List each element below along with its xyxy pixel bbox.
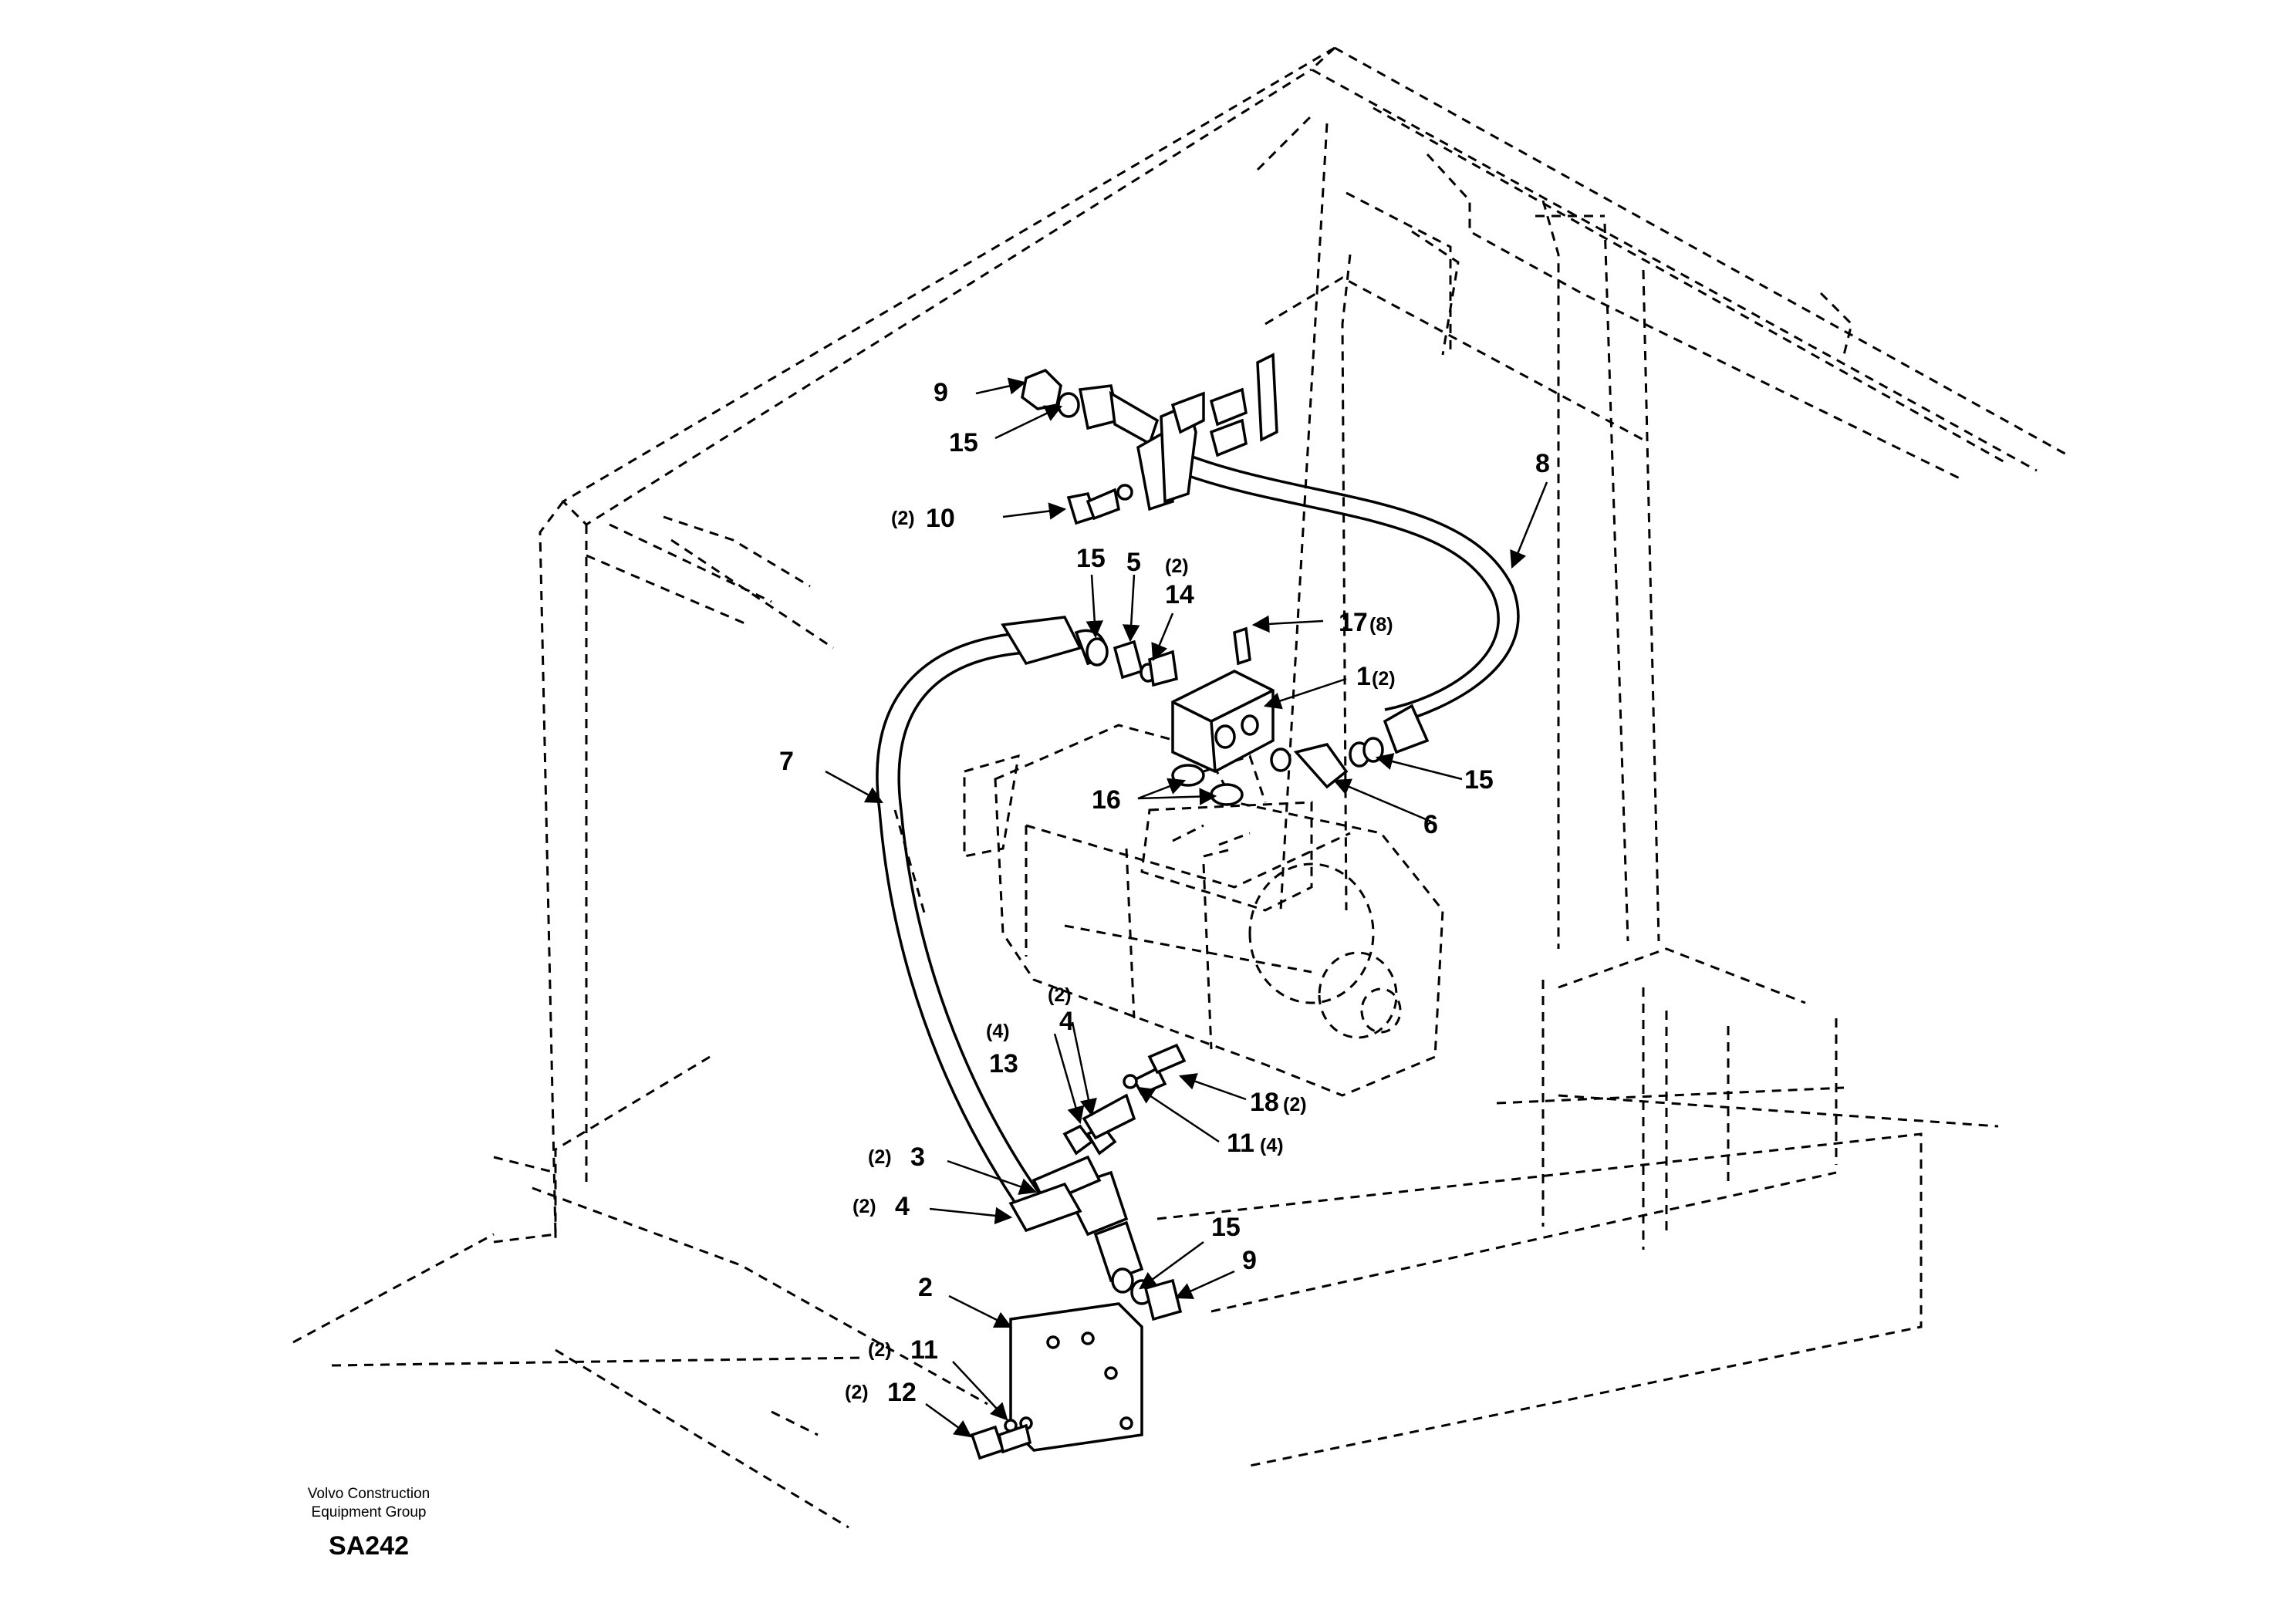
callout-3-qty: (2) — [868, 1146, 892, 1168]
callout-15-right: 15 — [1464, 765, 1494, 795]
callout-4-upper: 4 — [1059, 1007, 1074, 1036]
callout-11-right-qty: (4) — [1260, 1135, 1284, 1156]
top-fittings — [1021, 353, 1278, 525]
callout-14-qty: (2) — [1165, 555, 1189, 577]
callout-leaders — [825, 377, 1548, 1438]
callout-9-bottom: 9 — [1242, 1246, 1257, 1275]
callout-16: 16 — [1092, 785, 1121, 815]
hose-7 — [876, 631, 1051, 1220]
callout-9-top: 9 — [934, 378, 948, 407]
callout-11-bottom-qty: (2) — [868, 1339, 892, 1361]
callout-labels: 9 15 (2) 10 8 15 5 (2) 14 17 (8) 1 (2) 1… — [779, 378, 1550, 1407]
callout-12: 12 — [887, 1378, 917, 1407]
callout-13: 13 — [989, 1049, 1018, 1078]
callout-2: 2 — [918, 1273, 933, 1302]
drawing-code: SA242 — [329, 1531, 409, 1561]
footer-block: Volvo Construction Equipment Group SA242 — [308, 1486, 430, 1561]
callout-12-qty: (2) — [845, 1382, 869, 1403]
callout-3: 3 — [910, 1142, 925, 1172]
callout-17: 17 — [1339, 608, 1368, 637]
callout-4-lower-qty: (2) — [853, 1196, 876, 1217]
callout-7: 7 — [779, 747, 794, 776]
callout-10: 10 — [926, 504, 955, 533]
callout-18: 18 — [1250, 1088, 1279, 1117]
callout-5: 5 — [1126, 548, 1141, 577]
pump-housing-outline — [963, 724, 1444, 1097]
callout-8: 8 — [1535, 449, 1550, 478]
machine-frame-outline — [292, 46, 2068, 1529]
callout-4-lower: 4 — [895, 1192, 910, 1221]
company-line-1: Volvo Construction — [308, 1486, 430, 1502]
callout-13-qty: (4) — [986, 1021, 1010, 1042]
callout-1-qty: (2) — [1372, 668, 1396, 690]
callout-15-top: 15 — [949, 428, 978, 457]
hose-8 — [1183, 454, 1520, 727]
callout-4-upper-qty: (2) — [1048, 984, 1072, 1006]
callout-17-qty: (8) — [1369, 614, 1393, 636]
callout-10-qty: (2) — [891, 508, 915, 529]
callout-6: 6 — [1423, 810, 1438, 839]
valve-block-parts — [1086, 626, 1384, 806]
callout-18-qty: (2) — [1283, 1094, 1307, 1115]
callout-1: 1 — [1356, 662, 1371, 691]
lower-clamp-parts — [970, 1043, 1187, 1460]
callout-11-bottom: 11 — [910, 1335, 938, 1365]
callout-14: 14 — [1165, 580, 1194, 609]
callout-11-right: 11 — [1227, 1129, 1254, 1158]
callout-15-bottom: 15 — [1211, 1213, 1241, 1242]
callout-15-mid: 15 — [1076, 544, 1106, 573]
company-line-2: Equipment Group — [312, 1504, 427, 1520]
